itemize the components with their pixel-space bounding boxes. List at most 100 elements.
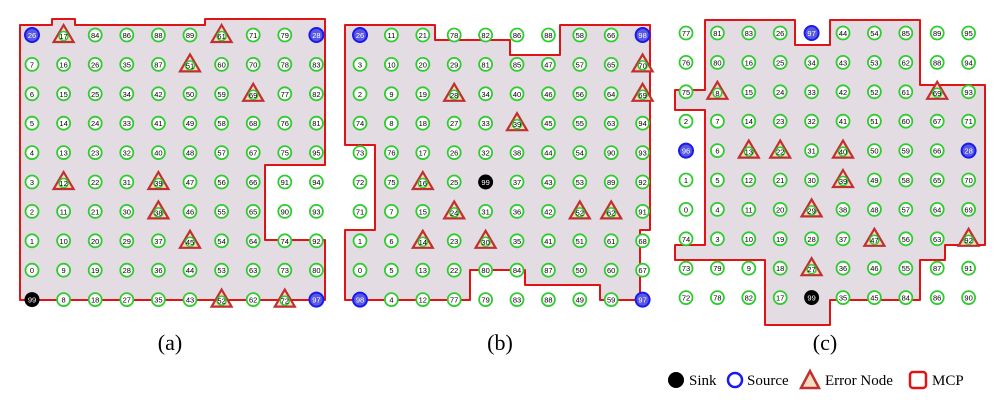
node-label: 99 [28, 296, 36, 305]
node-label: 80 [713, 58, 721, 67]
node-label: 96 [682, 147, 690, 156]
node-ring [150, 233, 166, 249]
sensor-node: 10 [741, 231, 757, 247]
node-ring [150, 292, 166, 308]
node-label: 19 [419, 90, 427, 99]
node-ring [603, 57, 619, 72]
node-label: 99 [807, 294, 815, 303]
node-label: 33 [123, 119, 131, 128]
sink-node: 99 [24, 292, 40, 308]
node-ring [835, 201, 851, 217]
sensor-node: 48 [867, 201, 882, 217]
sensor-node: 76 [678, 55, 694, 70]
source-icon [634, 291, 651, 308]
sensor-node: 19 [87, 262, 103, 278]
legend-error-node-label: Error Node [825, 373, 893, 389]
node-ring [56, 86, 71, 102]
node-label: 52 [217, 297, 225, 306]
node-label: 87 [933, 264, 941, 273]
node-label: 75 [281, 149, 289, 158]
error-node: 70 [630, 52, 655, 73]
sensor-node: 33 [478, 115, 494, 131]
node-label: 67 [249, 149, 257, 158]
sensor-node: 1 [352, 233, 368, 249]
node-label: 97 [807, 29, 815, 38]
node-label: 76 [281, 119, 289, 128]
node-ring [572, 115, 588, 131]
node-label: 0 [684, 205, 688, 214]
sensor-node: 75 [383, 174, 399, 190]
node-label: 5 [715, 176, 719, 185]
sensor-node: 56 [214, 174, 230, 190]
node-ring [931, 87, 943, 99]
sensor-node: 20 [87, 233, 103, 249]
node-label: 85 [902, 29, 910, 38]
node-ring [87, 57, 103, 72]
node-ring [509, 292, 525, 308]
sensor-node: 70 [961, 172, 976, 188]
node-ring [352, 203, 368, 219]
legend-mcp-label: MCP [932, 373, 964, 389]
node-label: 8 [715, 89, 719, 98]
sensor-node: 5 [710, 172, 725, 188]
node-label: 97 [638, 296, 646, 305]
node-label: 15 [59, 90, 67, 99]
node-ring [961, 25, 976, 41]
node-label: 20 [91, 237, 99, 246]
sensor-node: 25 [87, 86, 103, 102]
node-label: 74 [356, 119, 364, 128]
sensor-node: 88 [541, 292, 556, 308]
node-ring [835, 260, 851, 276]
node-ring [929, 172, 945, 188]
node-ring [352, 174, 368, 190]
node-ring [929, 260, 945, 276]
node-ring [352, 57, 368, 72]
node-label: 79 [713, 264, 721, 273]
node-label: 49 [186, 119, 194, 128]
sensor-node: 54 [572, 145, 588, 161]
sensor-node: 6 [710, 143, 725, 159]
node-label: 21 [776, 176, 784, 185]
node-ring [772, 84, 788, 100]
sensor-node: 85 [509, 57, 525, 72]
sensor-node: 7 [710, 113, 725, 129]
node-ring [24, 262, 40, 278]
node-ring [448, 89, 460, 101]
sensor-node: 80 [308, 262, 324, 278]
sensor-node: 72 [352, 174, 368, 190]
node-label: 39 [154, 179, 162, 188]
node-ring [710, 143, 725, 159]
node-ring [56, 233, 71, 249]
sensor-node: 23 [772, 113, 788, 129]
panel-c: 7776752961074737281808765437978831615141… [674, 19, 986, 355]
node-label: 53 [217, 266, 225, 275]
sensor-node: 88 [541, 27, 556, 43]
sensor-node: 46 [541, 86, 556, 102]
sensor-node: 87 [541, 262, 556, 278]
node-label: 56 [217, 178, 225, 187]
node-label: 79 [481, 296, 489, 305]
sensor-node: 49 [867, 172, 882, 188]
node-label: 95 [312, 149, 320, 158]
node-ring [710, 113, 725, 129]
node-label: 68 [638, 237, 646, 246]
sensor-node: 71 [245, 27, 261, 43]
sensor-node: 50 [867, 143, 882, 159]
sensor-node: 44 [835, 25, 851, 41]
sensor-node: 10 [56, 233, 71, 249]
node-label: 51 [576, 237, 584, 246]
node-ring [478, 292, 494, 308]
sensor-node: 31 [478, 203, 494, 219]
node-label: 77 [281, 90, 289, 99]
node-label: 76 [387, 149, 395, 158]
node-label: 81 [713, 29, 721, 38]
error-node: 69 [925, 79, 950, 100]
node-ring [279, 295, 291, 306]
node-label: 64 [933, 205, 941, 214]
sensor-node: 0 [678, 201, 694, 217]
sensor-node: 34 [119, 86, 135, 102]
node-ring [182, 262, 198, 278]
sensor-node: 9 [383, 86, 399, 102]
sensor-node: 53 [214, 262, 230, 278]
